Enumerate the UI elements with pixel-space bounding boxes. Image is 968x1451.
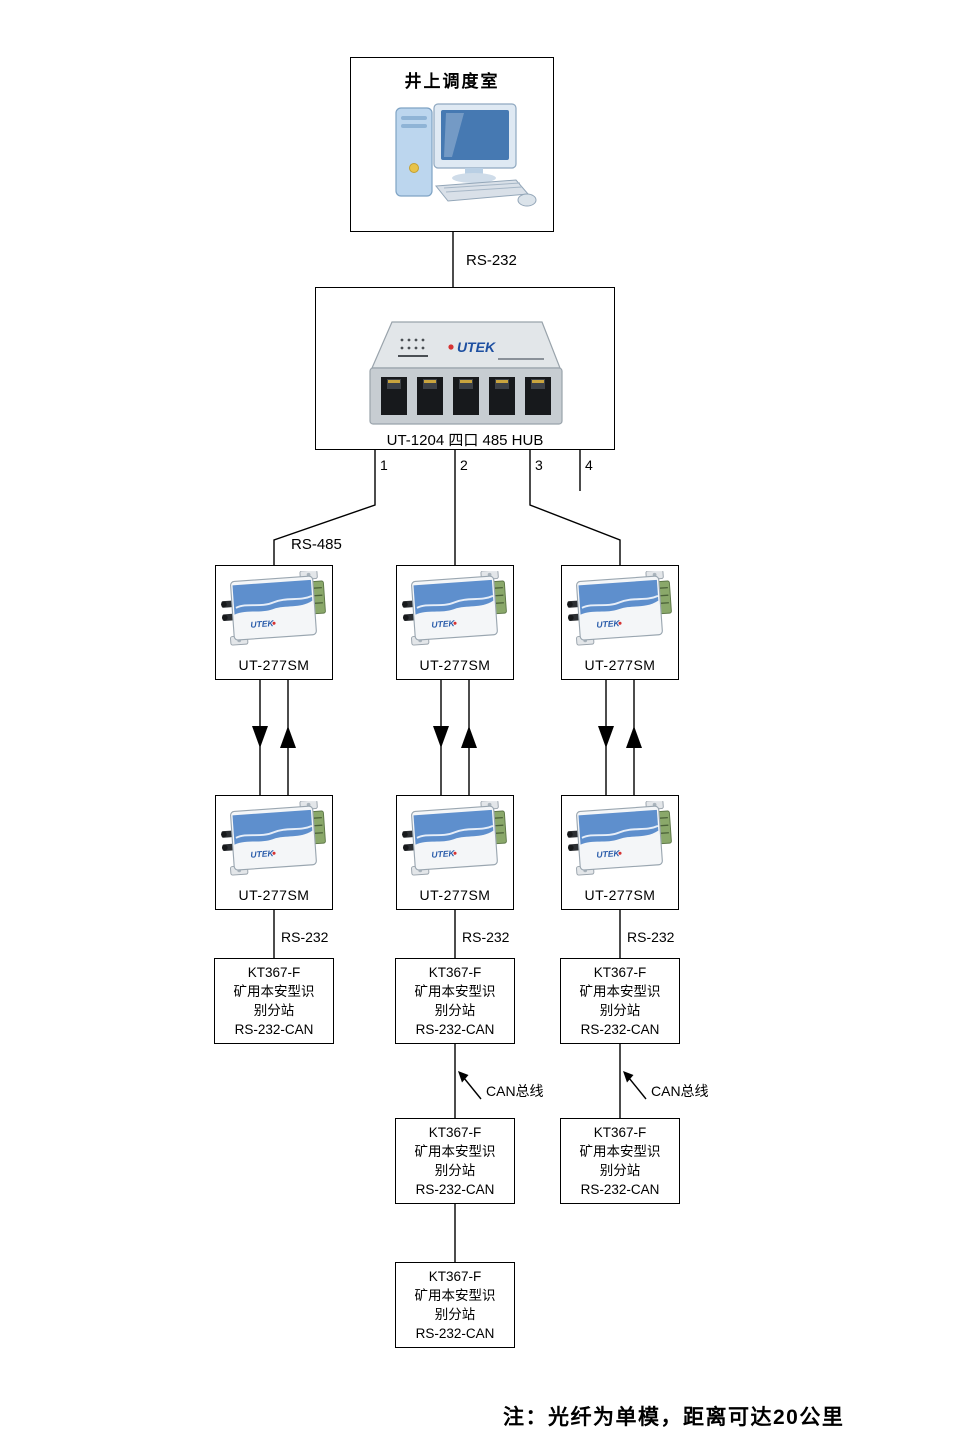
converter-label: UT-277SM [419,657,491,673]
can-bus-label-right: CAN总线 [651,1083,709,1099]
station-interface: RS-232-CAN [415,1326,495,1342]
dispatch-room-box: 井上调度室 [350,57,554,232]
station-desc-line1: 矿用本安型识 [414,1287,496,1303]
dispatch-room-title: 井上调度室 [404,72,500,91]
station-interface: RS-232-CAN [580,1182,660,1198]
footnote: 注：光纤为单模，距离可达20公里 [503,1406,845,1429]
station-desc-line2: 别分站 [434,1003,476,1018]
station-desc-line2: 别分站 [253,1003,295,1018]
station-interface: RS-232-CAN [415,1182,495,1198]
station-desc-line1: 矿用本安型识 [233,983,315,999]
fiber-link-arrows [252,726,642,748]
link-label-rs232-right: RS-232 [627,929,675,945]
can-bus-arrowheads [458,1071,634,1083]
hub-port-1-label: 1 [380,457,388,473]
station-model: KT367-F [428,964,482,980]
link-label-rs232-left: RS-232 [281,929,329,945]
link-label-rs232-mid: RS-232 [462,929,510,945]
converter-box-left-bottom: UT-277SM [215,795,333,910]
converter-box-mid-bottom: UT-277SM [396,795,514,910]
station-desc-line1: 矿用本安型识 [414,983,496,999]
converter-label: UT-277SM [238,887,310,903]
station-box-right-2: KT367-F 矿用本安型识 别分站 RS-232-CAN [560,1118,680,1204]
station-model: KT367-F [593,1124,647,1140]
link-label-rs232-top: RS-232 [466,252,517,269]
hub-caption: UT-1204 四口 485 HUB [386,432,544,449]
station-desc-line1: 矿用本安型识 [579,1143,661,1159]
converter-label: UT-277SM [419,887,491,903]
fiber-converter-illustration [221,571,327,647]
converter-box-left-top: UT-277SM [215,565,333,680]
hub-box [315,287,615,450]
station-box-right-1: KT367-F 矿用本安型识 别分站 RS-232-CAN [560,958,680,1044]
station-interface: RS-232-CAN [415,1022,495,1038]
station-box-mid-1: KT367-F 矿用本安型识 别分站 RS-232-CAN [395,958,515,1044]
station-model: KT367-F [428,1124,482,1140]
converter-box-right-bottom: UT-277SM [561,795,679,910]
converter-label: UT-277SM [584,887,656,903]
station-box-mid-3: KT367-F 矿用本安型识 别分站 RS-232-CAN [395,1262,515,1348]
station-interface: RS-232-CAN [580,1022,660,1038]
fiber-converter-illustration [567,571,673,647]
station-desc-line1: 矿用本安型识 [579,983,661,999]
station-desc-line2: 别分站 [434,1163,476,1178]
converter-label: UT-277SM [238,657,310,673]
fiber-converter-illustration [567,801,673,877]
hub-port-4-label: 4 [585,457,593,473]
hub-port-2-label: 2 [460,457,468,473]
station-desc-line1: 矿用本安型识 [414,1143,496,1159]
converter-box-mid-top: UT-277SM [396,565,514,680]
converter-box-right-top: UT-277SM [561,565,679,680]
fiber-converter-illustration [402,801,508,877]
station-box-mid-2: KT367-F 矿用本安型识 别分站 RS-232-CAN [395,1118,515,1204]
station-desc-line2: 别分站 [599,1163,641,1178]
hub-port-3-label: 3 [535,457,543,473]
station-box-left-1: KT367-F 矿用本安型识 别分站 RS-232-CAN [214,958,334,1044]
fiber-converter-illustration [402,571,508,647]
station-model: KT367-F [593,964,647,980]
link-label-rs485: RS-485 [291,536,342,553]
station-model: KT367-F [247,964,301,980]
can-bus-label-mid: CAN总线 [486,1083,544,1099]
station-desc-line2: 别分站 [434,1307,476,1322]
converter-label: UT-277SM [584,657,656,673]
station-model: KT367-F [428,1268,482,1284]
fiber-converter-illustration [221,801,327,877]
station-interface: RS-232-CAN [234,1022,314,1038]
station-desc-line2: 别分站 [599,1003,641,1018]
